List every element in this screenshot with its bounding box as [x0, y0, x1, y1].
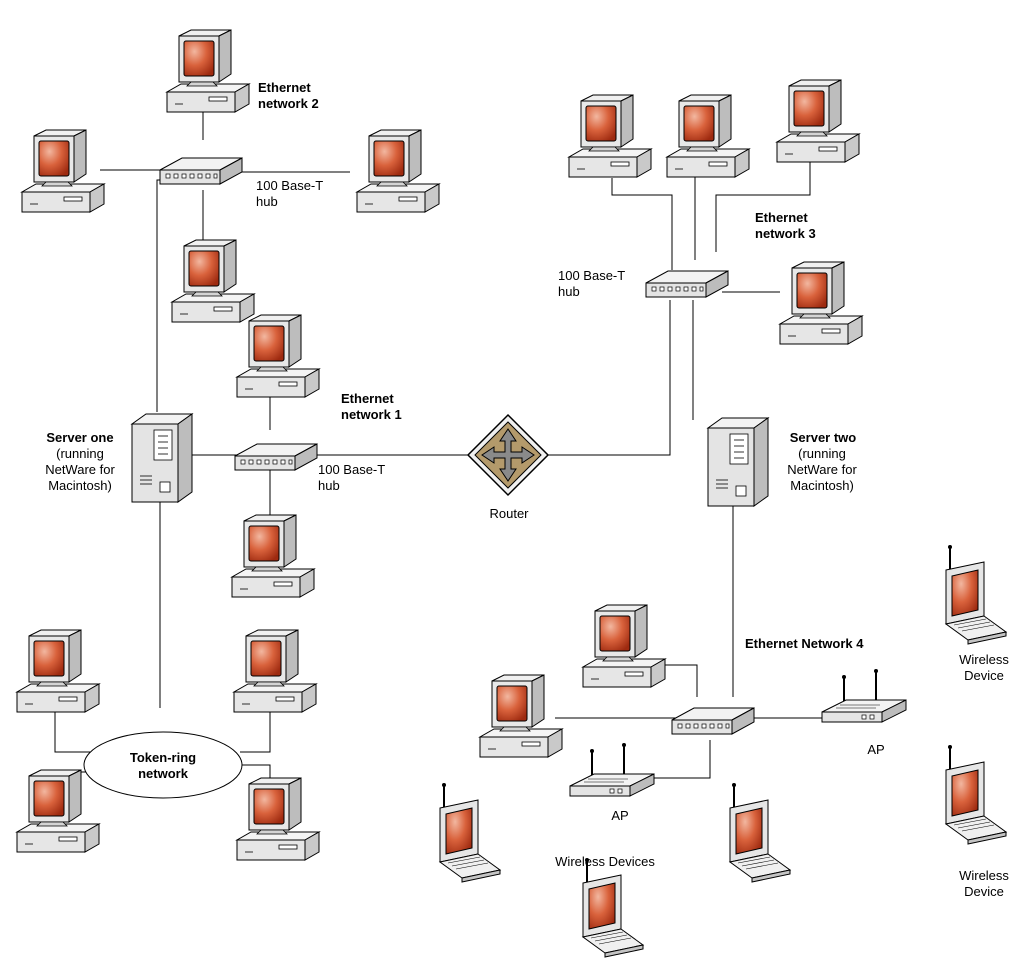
ap-right-label: AP [867, 742, 885, 757]
link-token-ring-pc-tl [54, 710, 90, 753]
link-hub3-pc3 [715, 160, 811, 252]
ethernet-network-2-label: Ethernet network 2 [258, 80, 319, 111]
server-tower-icon [131, 413, 193, 503]
server-one-label: Server one [46, 430, 114, 445]
token-ring-network-label: Token-ring network [129, 750, 197, 781]
ethernet-network-4-label: Ethernet Network 4 [745, 636, 864, 651]
router-icon [467, 414, 549, 496]
desktop-computer-icon [21, 129, 105, 213]
wireless-devices-label: Wireless Devices [555, 854, 655, 869]
link-hub3-pc1 [611, 178, 673, 270]
hub-icon [159, 157, 243, 185]
wireless-laptop-icon [945, 744, 1007, 845]
ethernet-network-3-label: Ethernet network 3 [755, 210, 816, 241]
desktop-computer-icon [236, 314, 320, 398]
link-router-hub3 [548, 300, 671, 456]
wireless-access-point-icon [569, 742, 655, 797]
ethernet-network-1-label: Ethernet network 1 [341, 391, 402, 422]
hub-2-label: 100 Base-T hub [256, 178, 324, 209]
link-hub2-server-one [156, 179, 168, 412]
connection-lines [45, 110, 830, 790]
desktop-computer-icon [582, 604, 666, 688]
wireless-laptop-icon [582, 857, 644, 958]
hub-3-label: 100 Base-T hub [558, 268, 626, 299]
hub-icon [671, 707, 755, 735]
wireless-access-point-icon [821, 668, 907, 723]
hub-1-label: 100 Base-T hub [318, 462, 386, 493]
server-two-label: Server two [789, 430, 857, 445]
hub-icon [234, 443, 318, 471]
desktop-computer-icon [166, 29, 250, 113]
token-ring-ellipse [83, 731, 243, 799]
link-switch4-ap-left [650, 740, 711, 779]
server-one-description: (running NetWare for Macintosh) [45, 446, 115, 493]
ap-left-label: AP [611, 808, 629, 823]
wireless-laptop-icon [729, 782, 791, 883]
server-two-description: (running NetWare for Macintosh) [787, 446, 857, 493]
router-label: Router [489, 506, 529, 521]
link-token-ring-pc-tr [240, 708, 271, 753]
desktop-computer-icon [171, 239, 255, 323]
desktop-computer-icon [479, 674, 563, 758]
desktop-computer-icon [233, 629, 317, 713]
wireless-laptop-icon [945, 544, 1007, 645]
desktop-computer-icon [356, 129, 440, 213]
desktop-computer-icon [568, 94, 652, 178]
desktop-computer-icon [236, 777, 320, 861]
wireless-laptop-icon [439, 782, 501, 883]
desktop-computer-icon [16, 629, 100, 713]
desktop-computer-icon [779, 261, 863, 345]
desktop-computer-icon [666, 94, 750, 178]
hub-icon [645, 270, 729, 298]
link-switch4-pc-top [664, 664, 698, 697]
desktop-computer-icon [231, 514, 315, 598]
desktop-computer-icon [776, 79, 860, 163]
wireless-device-bottom-label: Wireless Device [959, 868, 1009, 899]
wireless-device-top-label: Wireless Device [959, 652, 1009, 683]
desktop-computer-icon [16, 769, 100, 853]
server-tower-icon [707, 417, 769, 507]
